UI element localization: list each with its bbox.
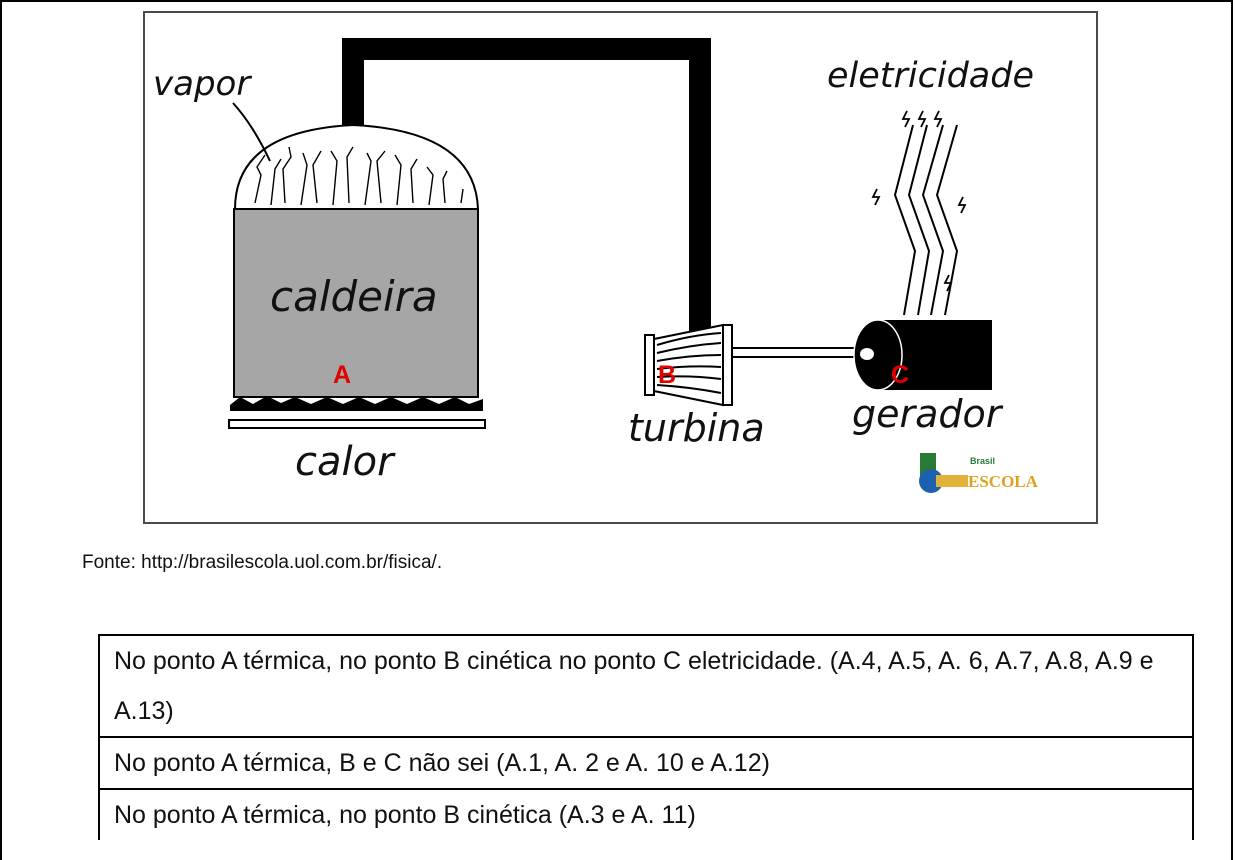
label-gerador: gerador	[852, 392, 1004, 436]
logo-escola-text: ESCOLA	[968, 472, 1039, 491]
turbine-left-plate	[644, 334, 655, 396]
vapor-strokes	[254, 146, 464, 206]
brasil-escola-logo: Brasil ESCOLA	[919, 453, 1039, 493]
table-row: No ponto A térmica, no ponto B cinética …	[98, 788, 1194, 840]
label-eletricidade: eletricidade	[827, 56, 1034, 96]
turbine-right-plate	[722, 324, 733, 406]
boiler	[233, 208, 479, 398]
marker-a: A	[333, 361, 351, 389]
answer-cell: No ponto A térmica, B e C não sei (A.1, …	[98, 736, 1194, 790]
heat-plate	[228, 419, 486, 429]
turbine-blades	[656, 332, 722, 394]
table-row: No ponto A térmica, B e C não sei (A.1, …	[98, 736, 1194, 790]
source-caption: Fonte: http://brasilescola.uol.com.br/fi…	[82, 552, 443, 573]
logo-brasil-text: Brasil	[970, 456, 995, 466]
answers-table: No ponto A térmica, no ponto B cinética …	[98, 634, 1194, 840]
steam-pipe	[342, 38, 711, 333]
marker-c: C	[891, 361, 909, 389]
marker-b: B	[658, 361, 676, 389]
generator-axle	[860, 348, 874, 360]
generator-end	[853, 319, 903, 391]
spark-icons	[871, 110, 967, 292]
vapor-pointer-line	[232, 102, 271, 162]
answer-cell: No ponto A térmica, no ponto B cinética …	[98, 788, 1194, 840]
label-caldeira: caldeira	[270, 272, 438, 321]
label-calor: calor	[295, 439, 396, 485]
answer-cell: No ponto A térmica, no ponto B cinética …	[98, 634, 1194, 738]
label-turbina: turbina	[628, 406, 765, 450]
electricity-wires	[893, 124, 959, 316]
label-vapor: vapor	[153, 64, 252, 104]
shaft	[731, 347, 858, 358]
coal-bed	[230, 396, 483, 411]
table-row: No ponto A térmica, no ponto B cinética …	[98, 634, 1194, 738]
vapor-dome	[233, 123, 480, 210]
thermal-plant-diagram: vapor caldeira calor turbina gerador ele…	[143, 11, 1098, 524]
